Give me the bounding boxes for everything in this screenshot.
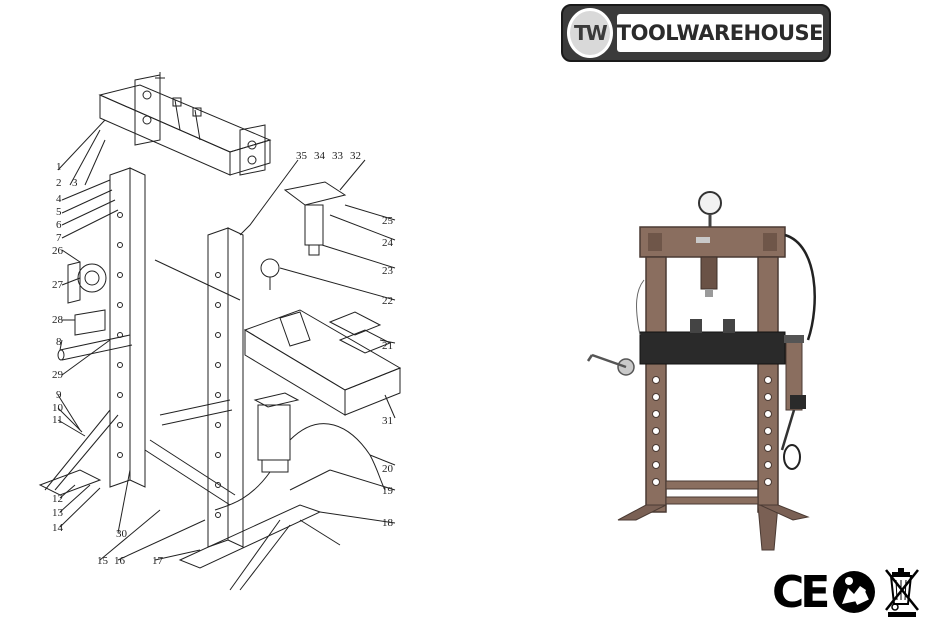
part-label: 31	[382, 415, 393, 427]
part-label: 2	[56, 177, 62, 189]
part-label: 33	[332, 150, 344, 162]
part-label: 8	[56, 336, 62, 348]
part-label: 11	[52, 414, 63, 426]
part-label: 1	[56, 161, 62, 173]
part-label: 7	[56, 232, 62, 244]
part-label: 23	[382, 265, 394, 277]
part-label: 10	[52, 402, 64, 414]
part-label: 21	[382, 340, 393, 352]
ce-mark-icon: CE	[772, 567, 826, 618]
part-label: 22	[382, 295, 393, 307]
part-label: 19	[382, 485, 394, 497]
part-label: 27	[52, 279, 64, 291]
weee-bin-icon	[882, 566, 922, 618]
part-label: 26	[52, 245, 64, 257]
part-label: 16	[114, 555, 126, 567]
part-label: 4	[56, 193, 62, 205]
part-number-labels: 1 2 3 4 5 6 7 26 27 28 8 29 9 10 11 12 1…	[52, 150, 394, 567]
hydraulic-press-photo	[578, 185, 840, 555]
compliance-marks: CE	[772, 562, 937, 622]
part-label: 17	[152, 555, 164, 567]
part-label: 15	[97, 555, 109, 567]
press-illustration	[588, 192, 815, 550]
part-label: 14	[52, 522, 64, 534]
part-label: 34	[314, 150, 326, 162]
part-label: 18	[382, 517, 394, 529]
toolwarehouse-logo: TW TOOLWAREHOUSE	[561, 4, 831, 62]
part-label: 6	[56, 219, 62, 231]
part-label: 28	[52, 314, 64, 326]
part-label: 35	[296, 150, 308, 162]
part-label: 9	[56, 389, 62, 401]
logo-badge-text: TW	[574, 21, 606, 45]
part-label: 13	[52, 507, 64, 519]
tw-badge-icon: TW	[567, 8, 613, 58]
part-label: 3	[72, 177, 78, 189]
part-label: 24	[382, 237, 394, 249]
part-label: 32	[350, 150, 361, 162]
part-label: 5	[56, 206, 62, 218]
part-label: 25	[382, 215, 394, 227]
part-label: 12	[52, 493, 63, 505]
part-label: 29	[52, 369, 64, 381]
exploded-parts-diagram: 1 2 3 4 5 6 7 26 27 28 8 29 9 10 11 12 1…	[0, 0, 480, 640]
read-manual-icon	[832, 570, 876, 614]
part-label: 30	[116, 528, 128, 540]
logo-wordmark: TOOLWAREHOUSE	[617, 14, 823, 52]
press-line-drawing	[40, 72, 400, 590]
part-label: 20	[382, 463, 394, 475]
